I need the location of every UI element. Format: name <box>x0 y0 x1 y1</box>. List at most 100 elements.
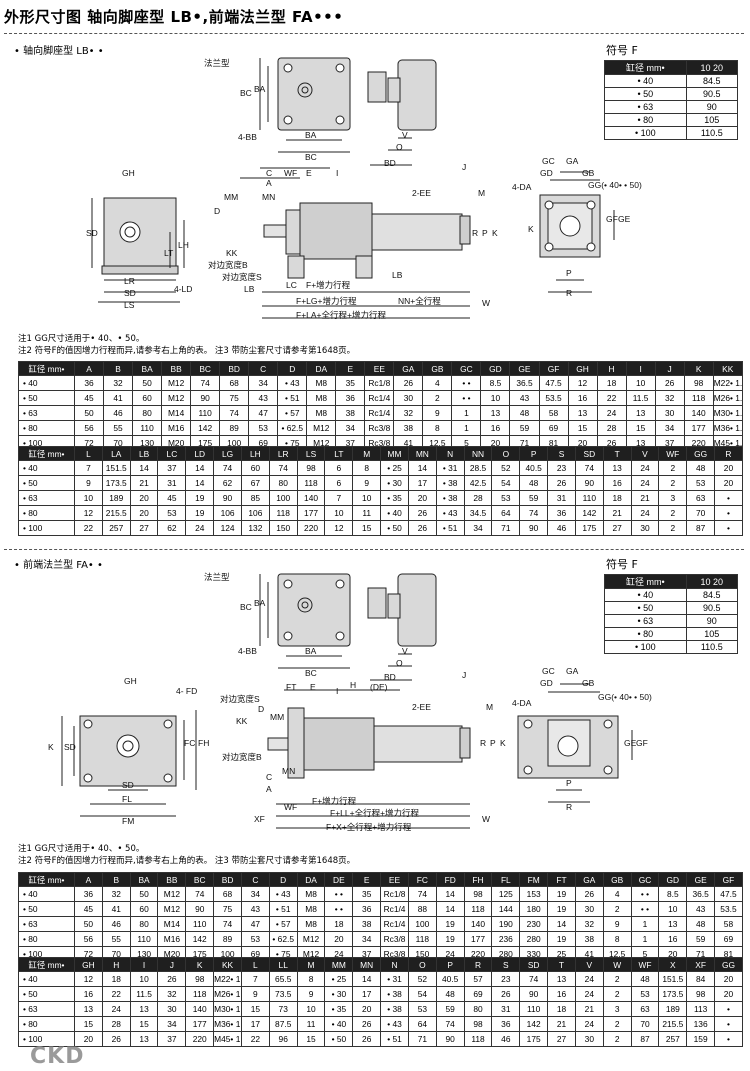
column-header: GA <box>574 872 604 887</box>
table-cell: 10 <box>658 901 688 917</box>
column-header: E <box>335 361 366 376</box>
column-header: B <box>103 361 134 376</box>
table-cell: 13 <box>625 405 656 421</box>
table-cell: M14 <box>161 405 192 421</box>
lb-label-k2: K <box>528 224 534 234</box>
table-cell: • • <box>630 886 660 902</box>
table-cell: 10 <box>625 375 656 391</box>
table-cell: 3 <box>658 490 688 506</box>
table-cell: M26• 1.5 <box>213 986 242 1002</box>
table-cell: 46 <box>103 405 134 421</box>
column-header: MM <box>324 957 354 972</box>
fa-label-gc: GC <box>542 666 555 676</box>
table-cell: 14 <box>547 916 576 932</box>
table-cell: 175 <box>574 520 604 536</box>
table-cell: 173.5 <box>101 475 131 491</box>
table-cell: 16 <box>547 986 576 1002</box>
column-header: BD <box>219 361 250 376</box>
fa-label-gd: GD <box>540 678 553 688</box>
table-cell: M22• 1.5 <box>712 375 743 391</box>
table-cell: 26 <box>393 375 424 391</box>
table-cell: • 50 <box>18 475 75 491</box>
table-cell: 10 <box>352 490 382 506</box>
table-cell: 110 <box>185 916 215 932</box>
column-header: BD <box>213 872 242 887</box>
table-cell: • 63 <box>18 490 75 506</box>
table-cell: • <box>714 505 743 521</box>
table-cell: M8 <box>306 375 337 391</box>
lb-label-mn: MN <box>262 192 275 202</box>
table-cell: • • <box>630 901 660 917</box>
table-cell: 118 <box>268 505 298 521</box>
table-cell: M36• 1.5 <box>213 1016 242 1032</box>
table-cell: 63 <box>686 490 716 506</box>
table-cell: 180 <box>519 901 549 917</box>
table-cell: 36 <box>491 1016 521 1032</box>
table-cell: 34 <box>463 520 493 536</box>
lb-label-lt: LT <box>164 248 173 258</box>
table-cell: 3 <box>602 1001 632 1017</box>
table-cell: 100 <box>407 916 437 932</box>
lb-label-ba2: BA <box>305 130 317 140</box>
table-cell: • 25 <box>324 971 354 987</box>
table-cell: • 63 <box>18 405 75 421</box>
table-cell: 23 <box>491 971 521 987</box>
lb-label-sd2: SD <box>124 288 136 298</box>
table-cell: 47 <box>248 405 279 421</box>
lb-label-d: D <box>214 206 220 216</box>
table-cell: 132 <box>240 520 270 536</box>
table-cell: 41 <box>103 390 134 406</box>
column-header: MN <box>352 957 382 972</box>
table-cell: 140 <box>296 490 326 506</box>
column-header: GG <box>714 957 743 972</box>
table-cell: 40.5 <box>519 460 549 476</box>
table-cell: 230 <box>519 916 549 932</box>
table-cell: 19 <box>185 505 215 521</box>
table-cell: • 51 <box>268 901 298 917</box>
table-cell: • 31 <box>435 460 465 476</box>
table-cell: • 30 <box>324 986 354 1002</box>
lb-section-title: • 轴向脚座型 LB• • <box>14 46 104 57</box>
column-header: GD <box>658 872 688 887</box>
table-cell: 67 <box>240 475 270 491</box>
table-cell: 52 <box>407 971 437 987</box>
lb-label-la-stroke: F+LA+全行程+增力行程 <box>296 310 386 320</box>
lb-label-p: P <box>482 228 488 238</box>
table-cell: • 80 <box>18 505 75 521</box>
fa-label-wf: WF <box>284 802 297 812</box>
table-cell: 59 <box>686 931 716 947</box>
table-cell: 24 <box>630 505 660 521</box>
table-cell: 36.5 <box>686 886 716 902</box>
table-cell: 11 <box>352 505 382 521</box>
table-cell: 19 <box>435 916 465 932</box>
lb-label-ge: GE <box>618 214 631 224</box>
column-header: O <box>491 446 521 461</box>
fa-label-mn: MN <box>282 766 295 776</box>
column-header: LL <box>268 957 298 972</box>
table-cell: 15 <box>74 1016 103 1032</box>
column-header: WF <box>658 446 688 461</box>
table-cell: 41 <box>101 901 131 917</box>
table-cell: 142 <box>519 1016 549 1032</box>
table-cell: 24 <box>574 986 604 1002</box>
ckd-logo: CKD <box>30 1044 85 1069</box>
table-cell: 18 <box>596 375 627 391</box>
column-header: 缸径 mm• <box>18 957 75 972</box>
fa-label-d: D <box>258 704 264 714</box>
table-cell: 56 <box>74 931 103 947</box>
table-cell: 19 <box>547 931 576 947</box>
column-header: L <box>74 446 103 461</box>
table-cell: 26 <box>547 475 576 491</box>
column-header: KK <box>712 361 743 376</box>
table-cell: 9 <box>74 475 103 491</box>
table-cell: 1 <box>630 916 660 932</box>
column-header: GH <box>567 361 598 376</box>
table-cell: 74 <box>213 460 242 476</box>
table-cell: 8 <box>352 460 382 476</box>
column-header: P <box>435 957 465 972</box>
table-cell: • 40 <box>380 505 409 521</box>
table-cell: • <box>714 520 743 536</box>
